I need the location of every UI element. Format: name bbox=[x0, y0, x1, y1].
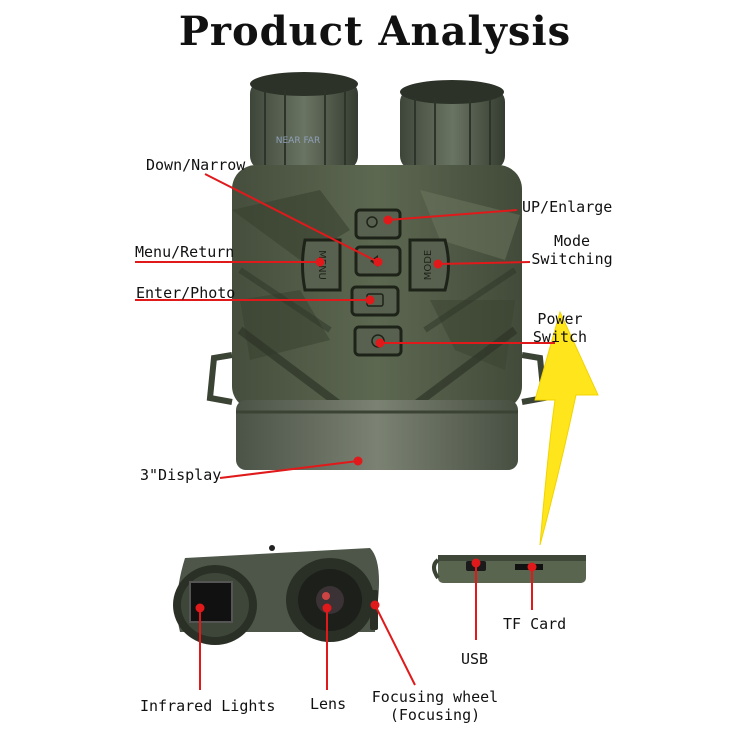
yellow-arrow-icon bbox=[534, 310, 599, 546]
label-focusing-line2: (Focusing) bbox=[389, 706, 481, 724]
mode-button-text: MODE bbox=[423, 250, 434, 281]
label-power-line1: Power bbox=[537, 310, 583, 328]
label-infrared-lights: Infrared Lights bbox=[140, 697, 276, 715]
label-menu-return: Menu/Return bbox=[135, 243, 235, 261]
label-display: 3"Display bbox=[140, 466, 222, 484]
label-power-switch: Power Switch bbox=[520, 310, 600, 346]
label-mode-line1: Mode bbox=[553, 232, 591, 250]
label-enter-photo: Enter/Photo bbox=[136, 284, 236, 302]
label-focusing-wheel: Focusing wheel (Focusing) bbox=[370, 688, 500, 724]
label-mode-line2: Switching bbox=[531, 250, 613, 268]
eyepiece-right bbox=[400, 80, 505, 170]
label-up-enlarge: UP/Enlarge bbox=[522, 198, 613, 216]
label-tf-card: TF Card bbox=[503, 615, 567, 633]
button-mode: MODE bbox=[408, 238, 450, 292]
button-up-enlarge bbox=[354, 208, 402, 240]
label-mode-switching: Mode Switching bbox=[522, 232, 622, 268]
label-down-narrow: Down/Narrow bbox=[146, 156, 246, 174]
front-view bbox=[173, 545, 379, 645]
eyepiece-left: NEAR FAR bbox=[250, 72, 358, 170]
label-focusing-line1: Focusing wheel bbox=[371, 688, 499, 706]
label-usb: USB bbox=[461, 650, 489, 668]
pointer-lines bbox=[135, 173, 555, 690]
bottom-edge-view bbox=[432, 555, 586, 583]
label-lens: Lens bbox=[310, 695, 347, 713]
focus-scale-text: NEAR FAR bbox=[276, 136, 320, 146]
page-title: Product Analysis bbox=[178, 8, 572, 55]
label-power-line2: Switch bbox=[532, 328, 588, 346]
